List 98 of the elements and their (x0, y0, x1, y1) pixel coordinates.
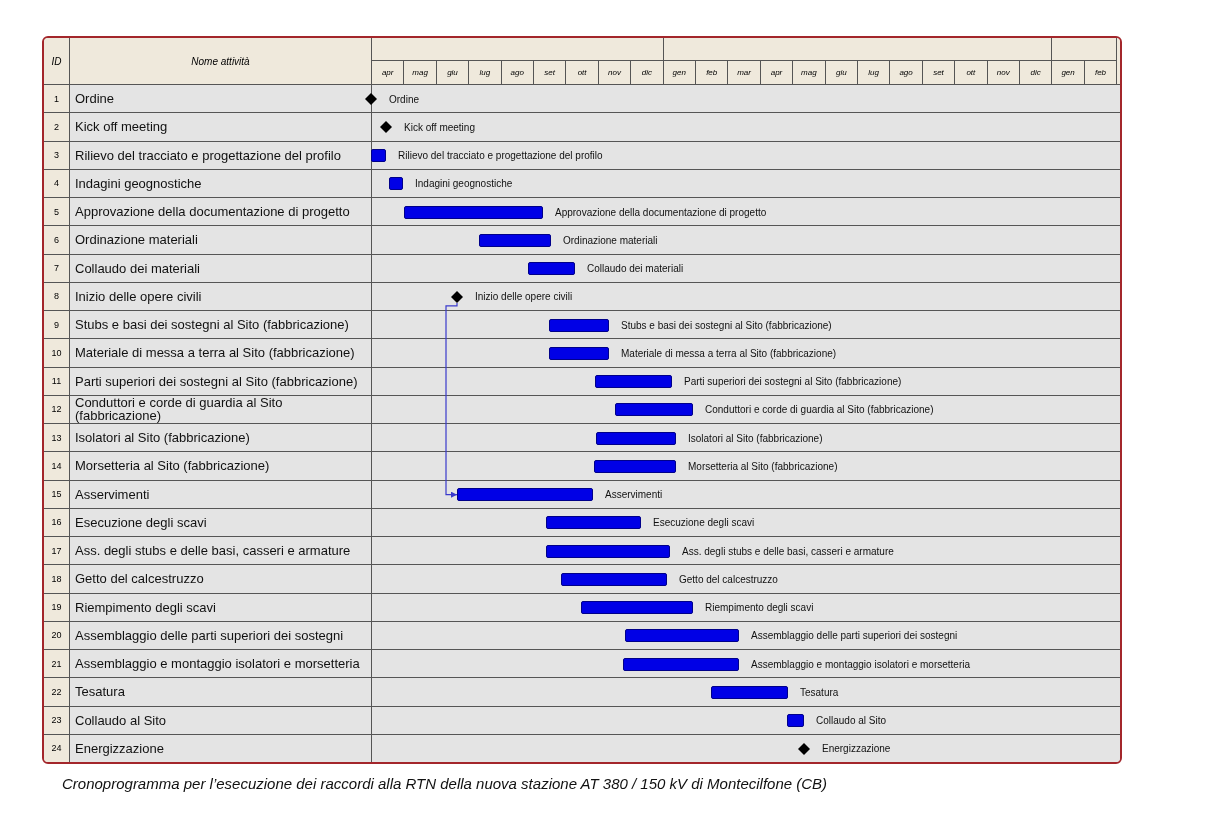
task-label: Ass. degli stubs e delle basi, casseri e armature (682, 545, 894, 557)
task-name: Morsetteria al Sito (fabbricazione) (70, 452, 372, 481)
month-label: mag (404, 61, 437, 85)
task-label: Isolatori al Sito (fabbricazione) (688, 432, 823, 444)
month-label: dic (1020, 61, 1053, 85)
task-label: Esecuzione degli scavi (653, 517, 755, 529)
row-number: 21 (44, 650, 70, 679)
row-number: 3 (44, 141, 70, 170)
task-name: Ordinazione materiali (70, 226, 372, 255)
row-number: 24 (44, 734, 70, 762)
month-label: ago (890, 61, 923, 85)
task-name: Assemblaggio e montaggio isolatori e morsetteria (70, 650, 372, 679)
task-name: Riempimento degli scavi (70, 593, 372, 622)
row-number: 7 (44, 254, 70, 283)
row-number: 15 (44, 480, 70, 509)
task-name: Asservimenti (70, 480, 372, 509)
task-label: Ordinazione materiali (563, 234, 658, 246)
row-number: 1 (44, 85, 70, 114)
task-name: Getto del calcestruzzo (70, 565, 372, 594)
row-number: 9 (44, 311, 70, 340)
task-label: Tesatura (800, 686, 839, 698)
task-label: Indagini geognostiche (415, 178, 513, 190)
task-label: Getto del calcestruzzo (679, 573, 778, 585)
task-label: Kick off meeting (404, 121, 475, 133)
month-label: nov (987, 61, 1020, 85)
task-name: Assemblaggio delle parti superiori dei sostegni (70, 621, 372, 650)
row-number: 20 (44, 621, 70, 650)
row-number: 13 (44, 424, 70, 453)
task-label: Riempimento degli scavi (705, 602, 814, 614)
month-label: feb (1084, 61, 1118, 85)
task-name: Materiale di messa a terra al Sito (fabbricazione) (70, 339, 372, 368)
column-header: ID (44, 38, 70, 85)
task-label: Rilievo del tracciato e progettazione del profilo (398, 150, 603, 162)
month-label: mar (728, 61, 761, 85)
month-label: feb (696, 61, 729, 85)
row-number: 23 (44, 706, 70, 735)
task-label: Parti superiori dei sostegni al Sito (fabbricazione) (684, 376, 902, 388)
task-name: Ordine (70, 85, 372, 114)
month-label: apr (760, 61, 794, 85)
task-label: Ordine (389, 93, 419, 105)
task-label: Stubs e basi dei sostegni al Sito (fabbricazione) (621, 319, 832, 331)
row-number: 17 (44, 537, 70, 566)
task-label: Assemblaggio delle parti superiori dei sostegni (751, 630, 958, 642)
caption: Cronoprogramma per l’esecuzione dei raccordi alla RTN della nuova stazione AT 380 / 150 kV di Montecilfone (CB) (62, 775, 828, 792)
column-header: Nome attività (70, 38, 372, 85)
task-label: Assemblaggio e montaggio isolatori e morsetteria (751, 658, 970, 670)
task-name: Kick off meeting (70, 113, 372, 142)
task-label: Morsetteria al Sito (fabbricazione) (688, 460, 838, 472)
task-label: Approvazione della documentazione di progetto (555, 206, 767, 218)
task-name: Tesatura (70, 678, 372, 707)
month-label: lug (858, 61, 891, 85)
month-label: gen (663, 61, 696, 85)
row-number: 5 (44, 198, 70, 227)
task-name: Esecuzione degli scavi (70, 508, 372, 537)
row-number: 19 (44, 593, 70, 622)
month-label: apr (372, 61, 405, 85)
task-name: Inizio delle opere civili (70, 282, 372, 311)
task-name: Collaudo dei materiali (70, 254, 372, 283)
dependency-arrow (445, 302, 458, 498)
month-label: giu (436, 61, 470, 85)
month-label: ott (566, 61, 599, 85)
row-number: 6 (44, 226, 70, 255)
row-number: 11 (44, 367, 70, 396)
task-label: Conduttori e corde di guardia al Sito (fabbricazione) (705, 404, 934, 416)
month-label: ago (501, 61, 534, 85)
month-label: giu (825, 61, 858, 85)
row-number: 16 (44, 508, 70, 537)
task-name: Approvazione della documentazione di progetto (70, 198, 372, 227)
month-label: set (534, 61, 567, 85)
task-label: Inizio delle opere civili (475, 291, 573, 303)
row-number: 22 (44, 678, 70, 707)
row-number: 2 (44, 113, 70, 142)
row-number: 18 (44, 565, 70, 594)
month-label: set (922, 61, 956, 85)
task-label: Energizzazione (822, 743, 891, 755)
task-label: Collaudo dei materiali (587, 263, 684, 275)
month-label: gen (1052, 61, 1085, 85)
row-number: 12 (44, 395, 70, 424)
task-name: Conduttori e corde di guardia al Sito (fabbricazione) (70, 395, 372, 424)
row-number: 4 (44, 169, 70, 198)
task-name: Parti superiori dei sostegni al Sito (fabbricazione) (70, 367, 372, 396)
task-label: Collaudo al Sito (816, 715, 887, 727)
task-name: Ass. degli stubs e delle basi, casseri e armature (70, 537, 372, 566)
task-label: Materiale di messa a terra al Sito (fabbricazione) (621, 347, 837, 359)
month-label: ott (955, 61, 988, 85)
task-name: Rilievo del tracciato e progettazione del profilo (70, 141, 372, 170)
task-label: Asservimenti (605, 489, 663, 501)
task-name: Isolatori al Sito (fabbricazione) (70, 424, 372, 453)
month-label: lug (469, 61, 502, 85)
month-label: dic (631, 61, 664, 85)
row-number: 10 (44, 339, 70, 368)
row-number: 8 (44, 282, 70, 311)
task-name: Stubs e basi dei sostegni al Sito (fabbricazione) (70, 311, 372, 340)
task-name: Indagini geognostiche (70, 169, 372, 198)
month-label: nov (598, 61, 632, 85)
row-number: 14 (44, 452, 70, 481)
month-label: mag (793, 61, 826, 85)
task-name: Collaudo al Sito (70, 706, 372, 735)
